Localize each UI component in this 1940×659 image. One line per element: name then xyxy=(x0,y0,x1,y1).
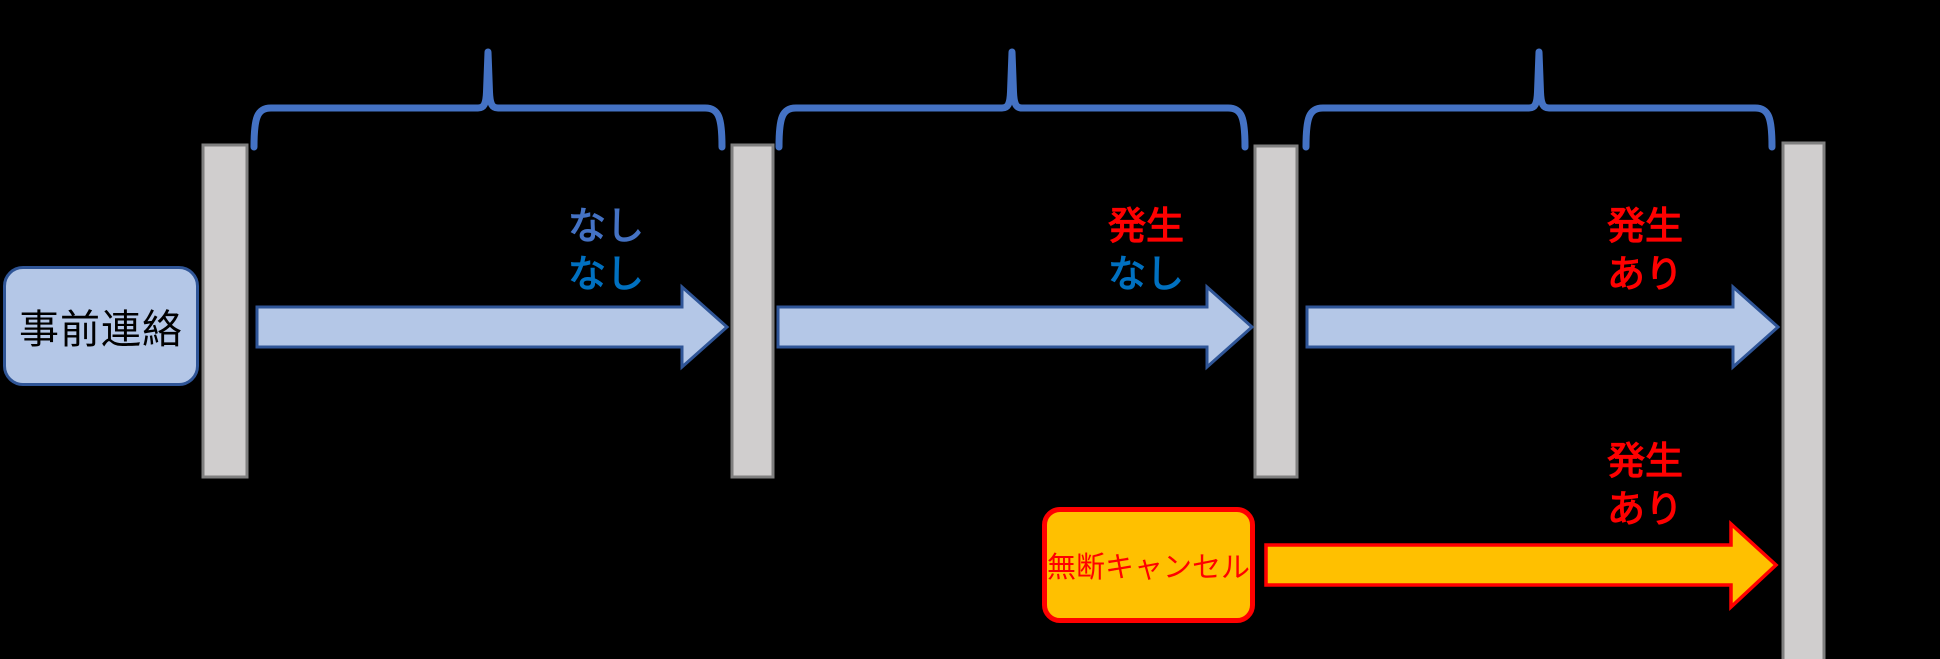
segment-2-label-line2: なし xyxy=(1107,254,1185,296)
segment-3-label-line2: あり xyxy=(1606,254,1684,296)
no-show-cancel-label: 無断キャンセル xyxy=(1047,552,1251,584)
segment-4-label-line1: 発生 xyxy=(1606,441,1684,483)
segment-2-label: 発生 なし xyxy=(1108,203,1184,299)
segment-3-label: 発生 あり xyxy=(1607,203,1683,299)
brace-segment-3 xyxy=(1302,48,1776,151)
advance-contact-box: 事前連絡 xyxy=(3,266,199,386)
timeline-bar-1 xyxy=(201,143,249,479)
timeline-bar-4 xyxy=(1781,141,1826,659)
segment-1-label-line1: なし xyxy=(567,206,645,248)
advance-contact-label: 事前連絡 xyxy=(19,308,183,352)
segment-4-label-line2: あり xyxy=(1606,489,1684,531)
brace-segment-1 xyxy=(250,48,726,151)
orange-arrow-no-show xyxy=(1264,520,1779,612)
timeline-bar-2 xyxy=(730,143,775,479)
timeline-bar-3 xyxy=(1253,144,1299,479)
segment-4-label: 発生 あり xyxy=(1607,438,1683,534)
segment-1-label-line2: なし xyxy=(567,254,645,296)
segment-2-label-line1: 発生 xyxy=(1107,206,1185,248)
blue-arrow-segment-3 xyxy=(1305,283,1781,371)
brace-segment-2 xyxy=(775,48,1249,151)
blue-arrow-segment-2 xyxy=(776,283,1255,371)
segment-1-label: なし なし xyxy=(568,203,644,299)
blue-arrow-segment-1 xyxy=(255,283,730,371)
no-show-cancel-box: 無断キャンセル xyxy=(1042,507,1255,623)
segment-3-label-line1: 発生 xyxy=(1606,206,1684,248)
